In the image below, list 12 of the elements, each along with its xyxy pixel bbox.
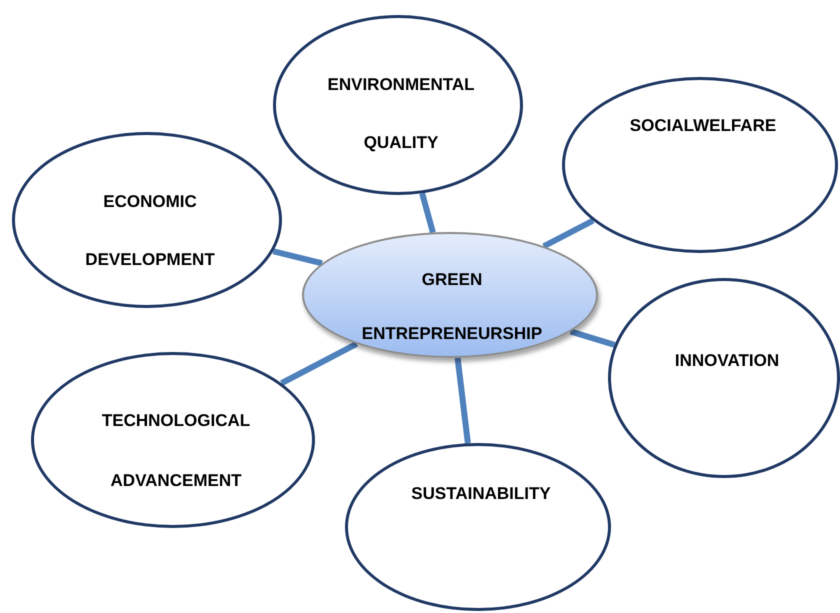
node-label: SUSTAINABILITY — [410, 483, 552, 505]
connector-line — [454, 358, 471, 444]
node-label: INNOVATION — [674, 350, 780, 372]
connector-line — [280, 341, 358, 386]
connector-line — [570, 328, 616, 348]
node-label: ECONOMIC DEVELOPMENT — [84, 191, 216, 271]
connector-line — [419, 192, 436, 234]
node-label: ENVIRONMENTAL QUALITY — [326, 74, 476, 154]
node-label: TECHNOLOGICAL ADVANCEMENT — [100, 410, 252, 492]
node-label: GREEN ENTREPRENEURSHIP — [360, 269, 544, 345]
node-label: SOCIALWELFARE — [628, 115, 778, 137]
connector-line — [542, 218, 594, 249]
